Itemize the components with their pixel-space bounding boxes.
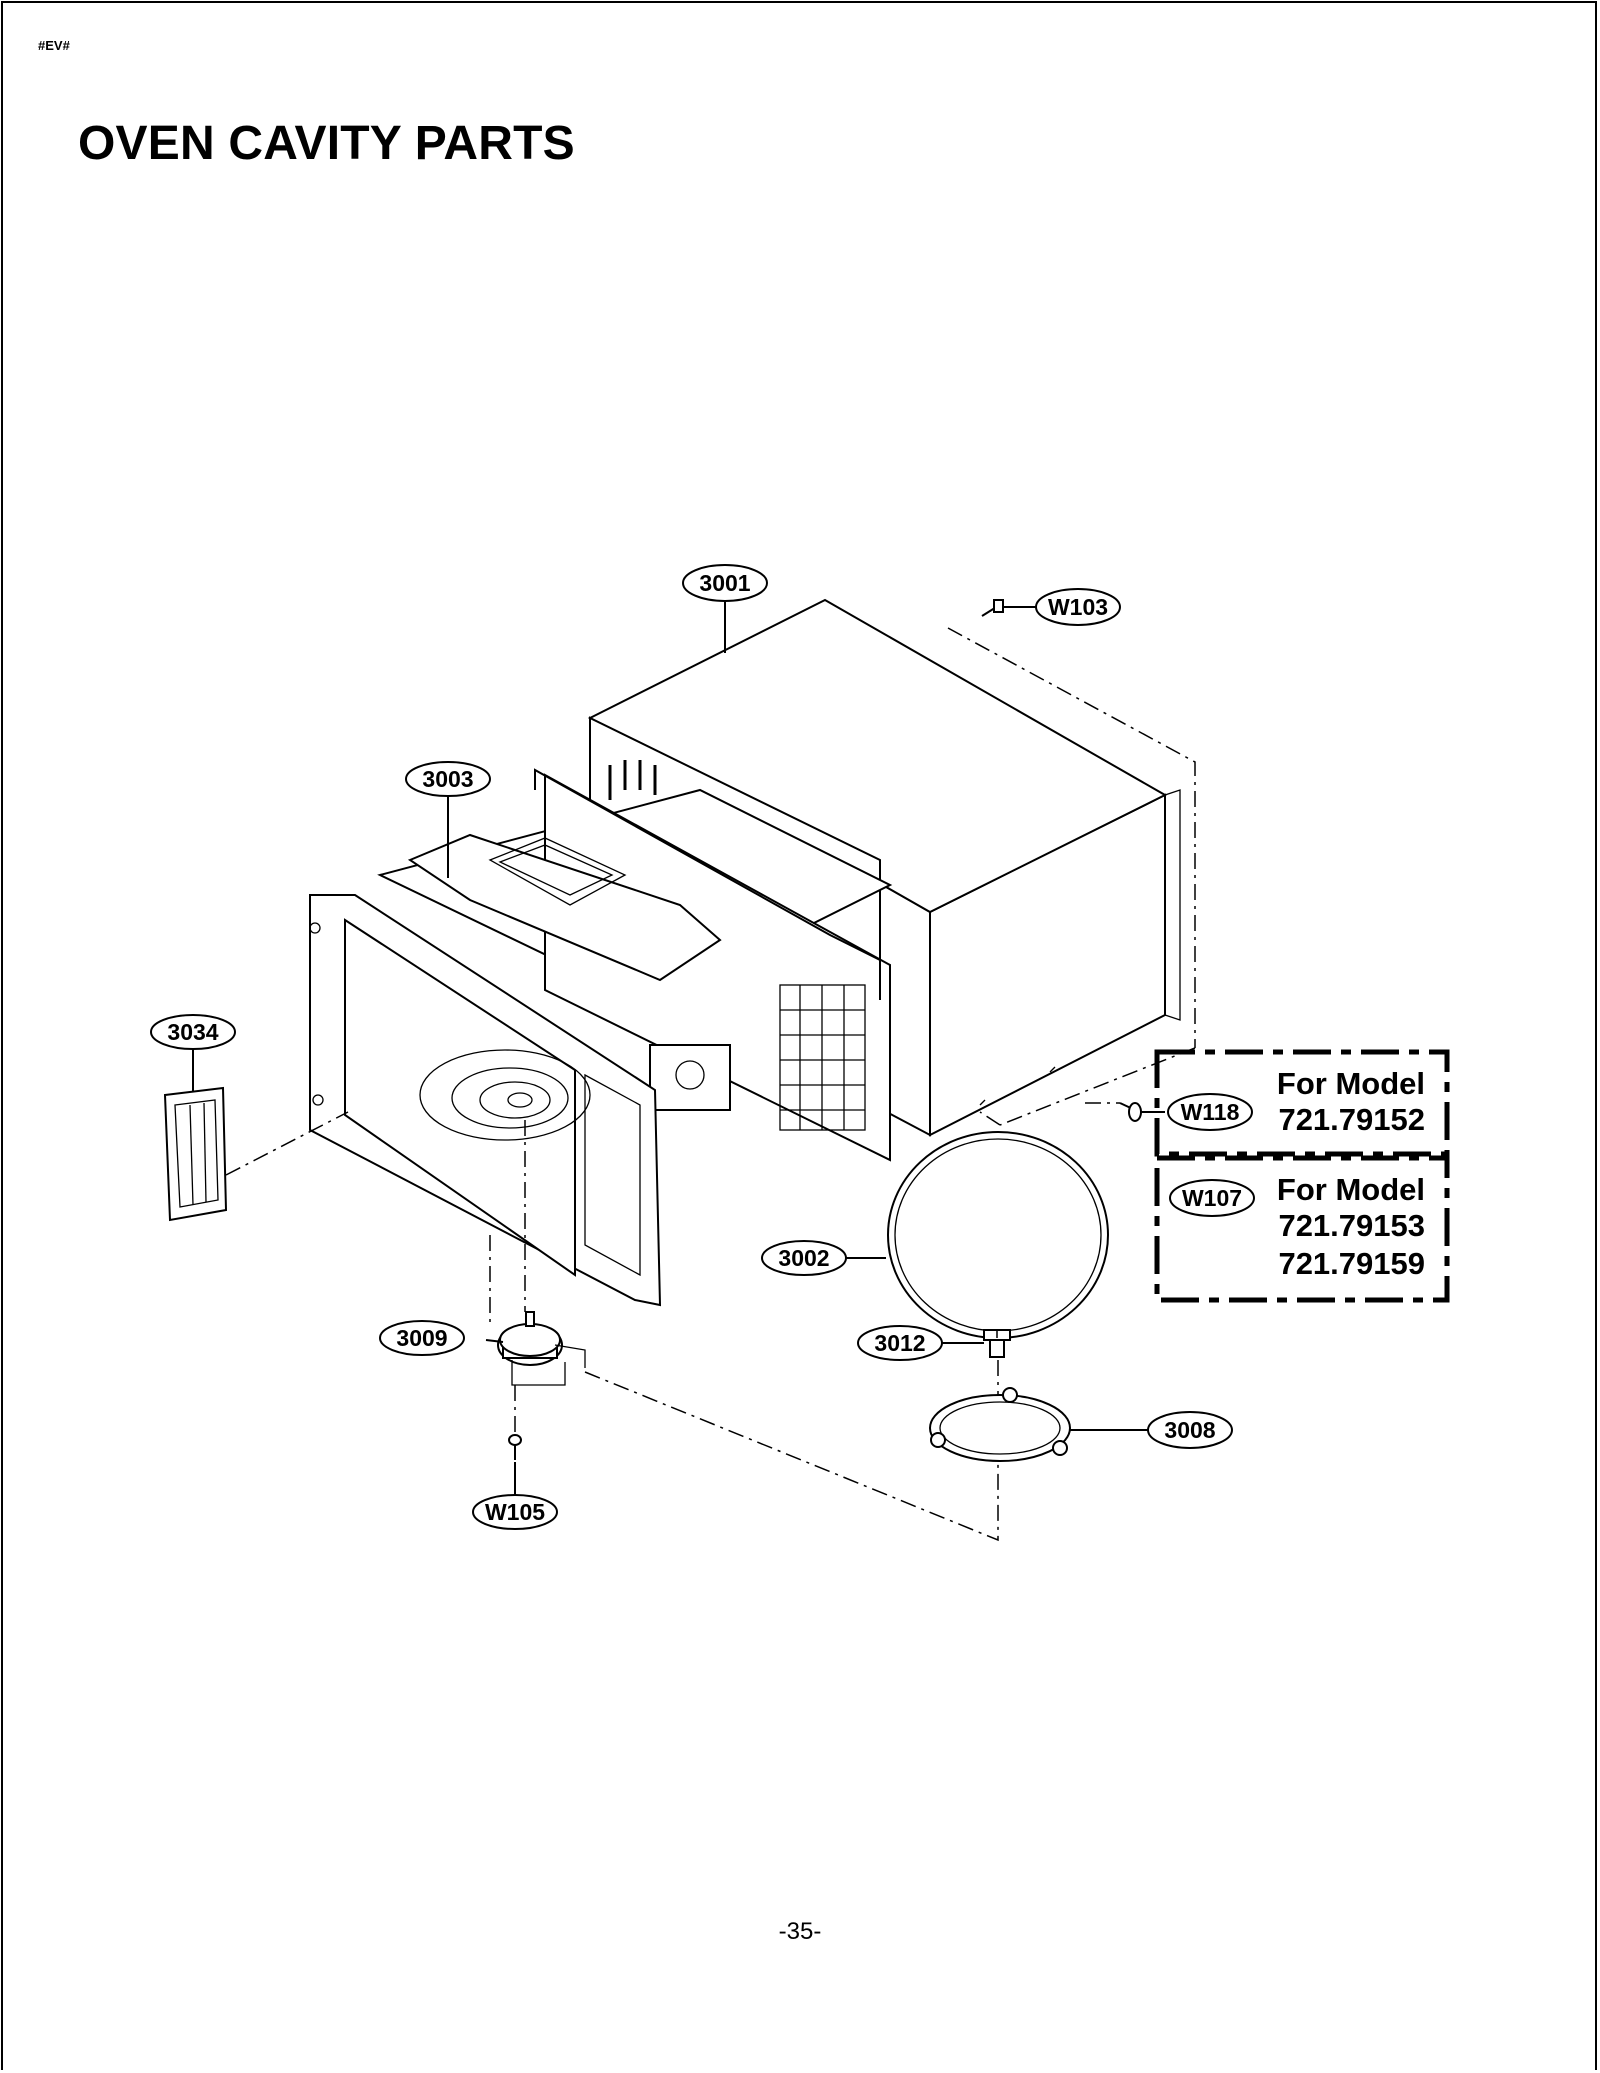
callout-3034: 3034 — [150, 1014, 236, 1050]
model-note-2-line3: 721.79159 — [1278, 1246, 1425, 1281]
model-note-1-line2: 721.79152 — [1278, 1102, 1425, 1137]
model-note-box-2: For Model 721.79153 721.79159 — [1154, 1155, 1450, 1303]
oven-cavity-3003 — [377, 768, 893, 1162]
svg-text:W103: W103 — [1048, 594, 1108, 620]
svg-text:3034: 3034 — [167, 1019, 218, 1045]
callout-3008: 3008 — [1147, 1411, 1233, 1449]
callout-3002: 3002 — [761, 1240, 847, 1276]
callout-3003: 3003 — [405, 761, 491, 797]
callout-3001: 3001 — [682, 564, 768, 602]
callout-w105: W105 — [472, 1494, 558, 1530]
callout-w107: W107 — [1169, 1179, 1255, 1217]
page-title: OVEN CAVITY PARTS — [78, 117, 575, 170]
svg-text:3008: 3008 — [1164, 1417, 1215, 1443]
svg-text:3009: 3009 — [396, 1325, 447, 1351]
front-frame — [309, 894, 662, 1307]
svg-text:3003: 3003 — [422, 766, 473, 792]
cavity-side-vent-grid — [779, 984, 866, 1131]
svg-text:W105: W105 — [485, 1499, 545, 1525]
screw-w118 — [1119, 1102, 1142, 1122]
svg-text:W118: W118 — [1181, 1099, 1240, 1125]
model-note-2-line2: 721.79153 — [1278, 1208, 1425, 1243]
waveguide-cover-3034 — [163, 1086, 228, 1222]
turntable-motor-3009 — [497, 1311, 586, 1386]
leader-lines — [192, 602, 1165, 1496]
svg-text:3012: 3012 — [874, 1330, 925, 1356]
model-note-box-1: For Model 721.79152 — [1154, 1049, 1450, 1157]
svg-text:3001: 3001 — [699, 570, 750, 596]
roller-ring-3008 — [929, 1387, 1071, 1462]
glass-tray-3002 — [887, 1131, 1109, 1339]
callout-w103: W103 — [1035, 588, 1121, 626]
screw-w105 — [508, 1434, 522, 1460]
screw-w103 — [981, 599, 1004, 617]
assembly-lines — [225, 627, 1196, 1542]
svg-text:3002: 3002 — [778, 1245, 829, 1271]
callout-w118: W118 — [1167, 1093, 1253, 1131]
callout-3012: 3012 — [857, 1325, 943, 1361]
svg-text:W107: W107 — [1182, 1185, 1242, 1211]
model-note-2-line1: For Model — [1277, 1172, 1425, 1207]
page-number: -35- — [778, 1918, 822, 1945]
doc-code: #EV# — [38, 38, 70, 53]
model-note-1-line1: For Model — [1277, 1066, 1425, 1101]
callout-3009: 3009 — [379, 1320, 465, 1356]
